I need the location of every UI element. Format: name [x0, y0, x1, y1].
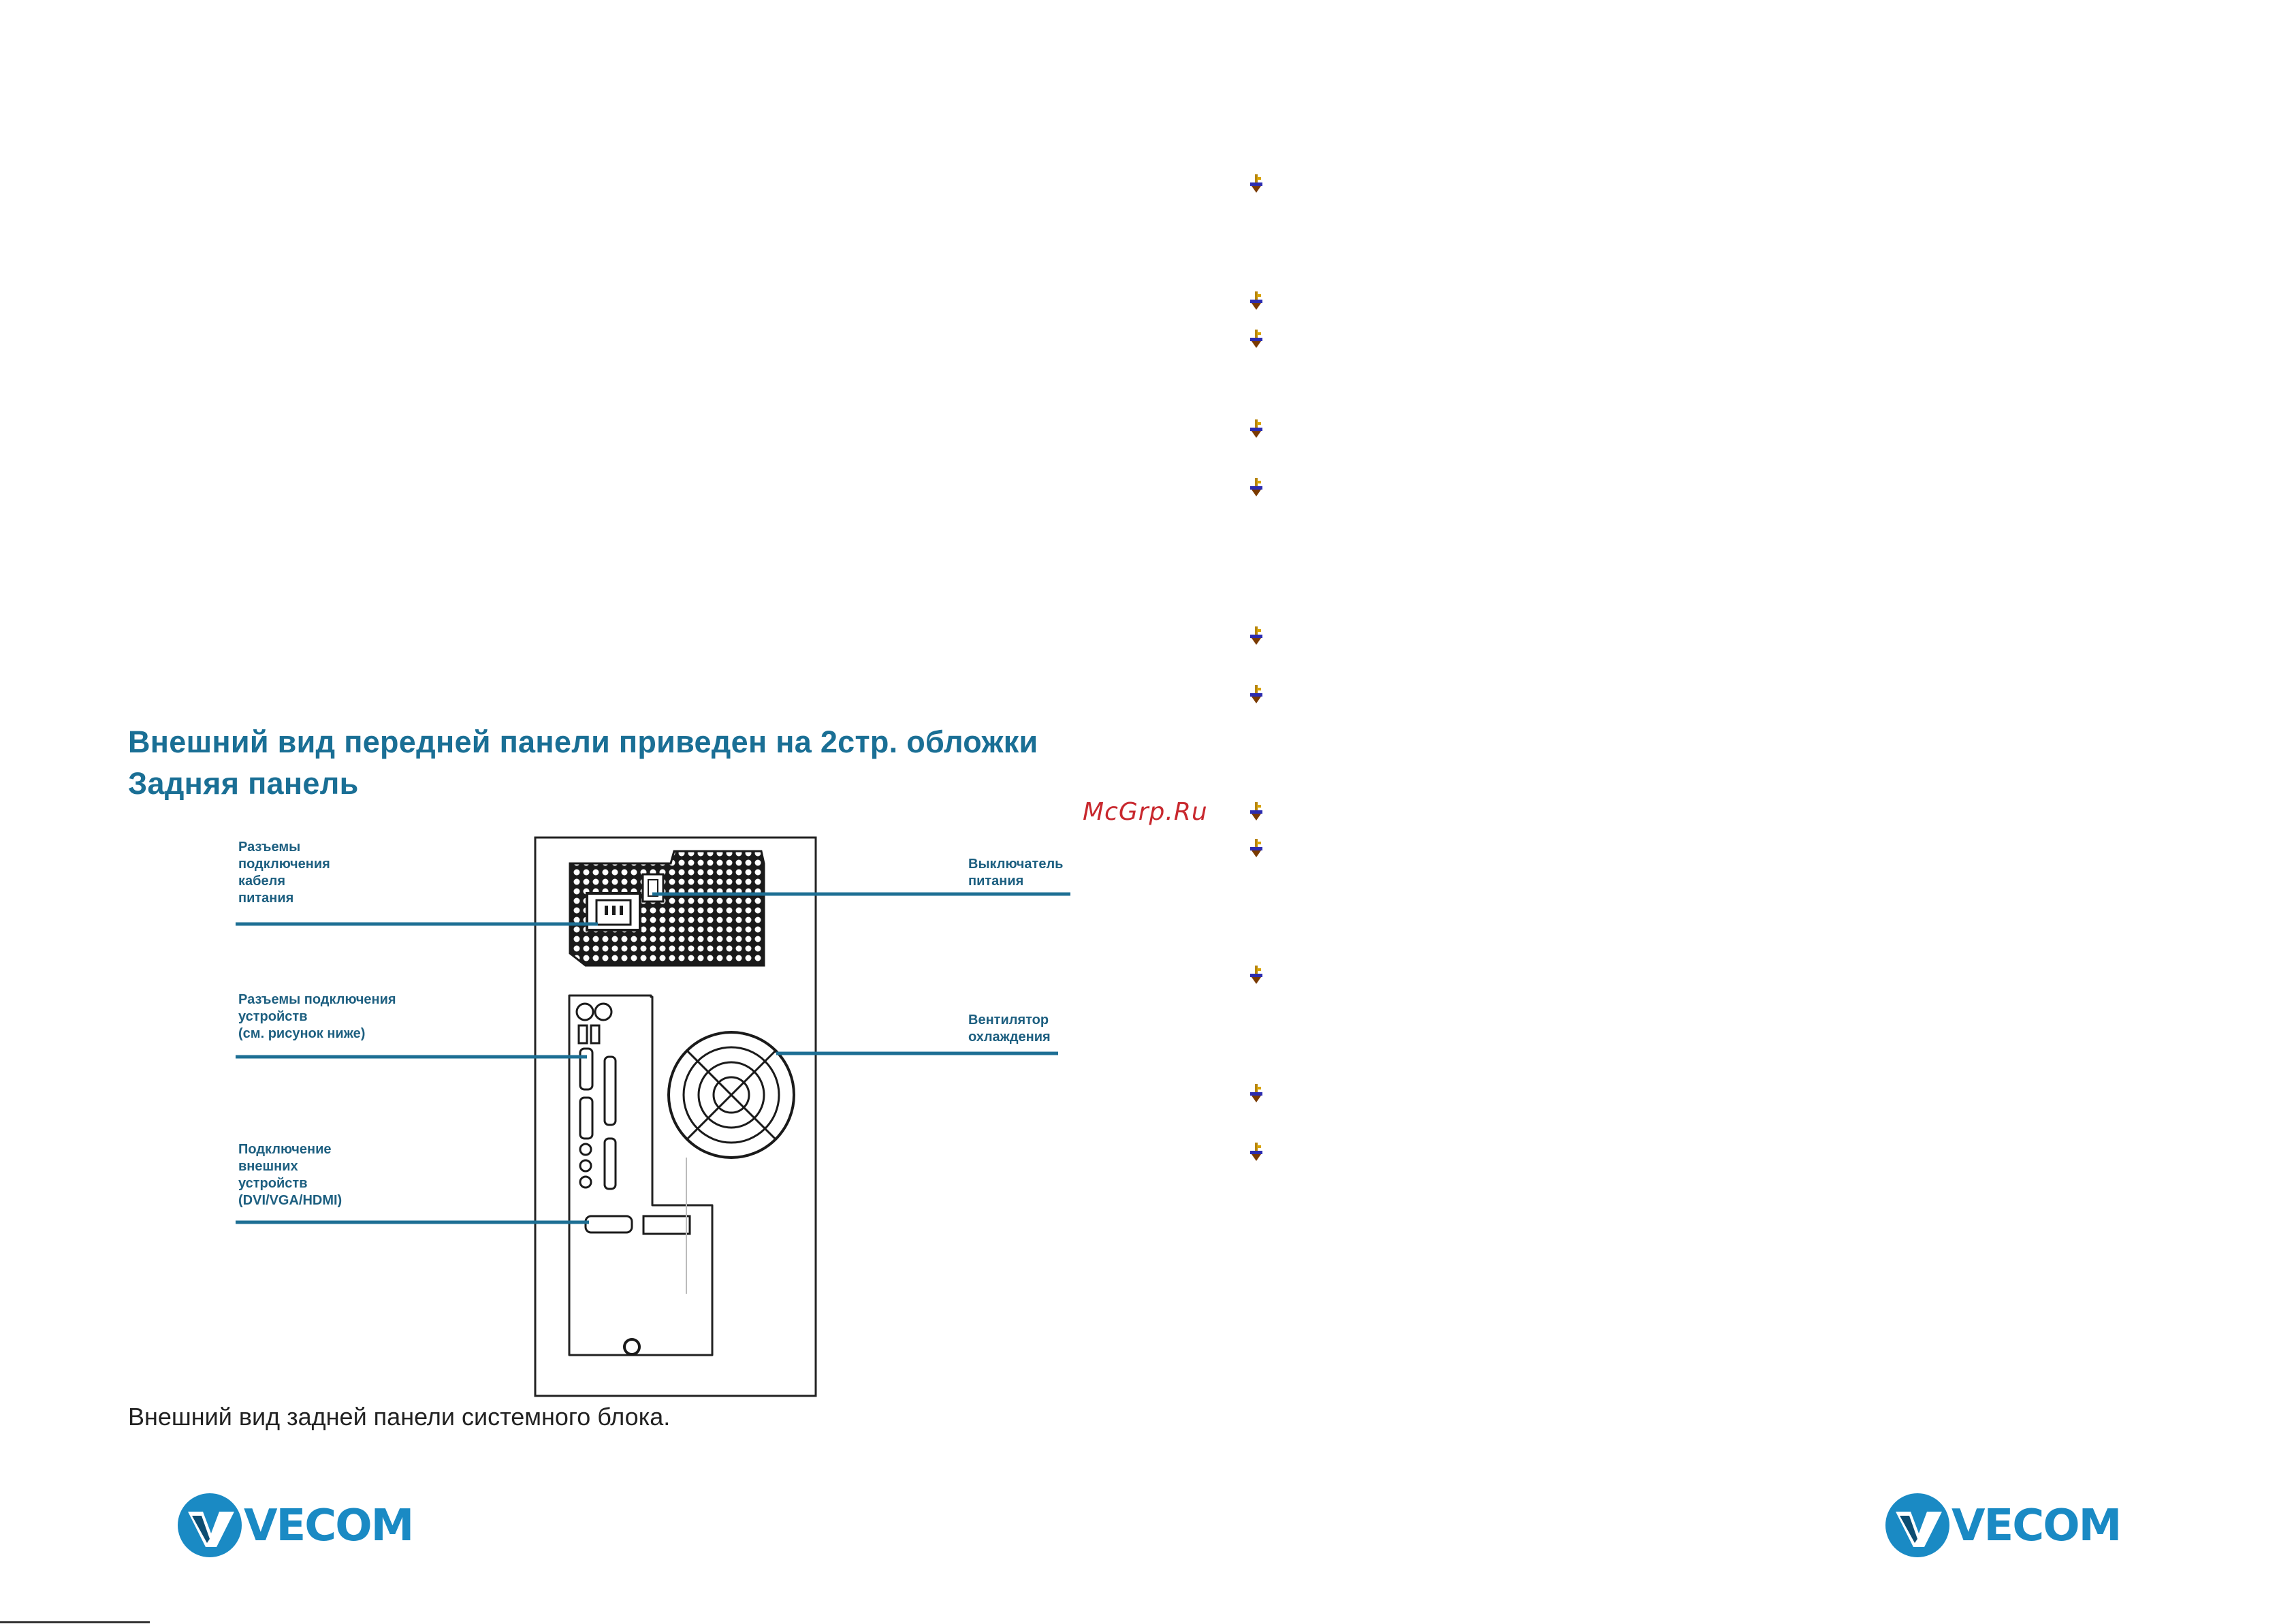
vecom-logo-icon: [1885, 1493, 1949, 1557]
arrow-bullet-icon: [1250, 174, 1262, 193]
cooling-fan-graphic: [667, 1031, 795, 1159]
psu-vent-grille: [569, 850, 765, 967]
io-panel-outline: [568, 994, 714, 1356]
label-cooling-fan: Вентилятор охлаждения: [968, 1013, 1051, 1045]
arrow-bullet-icon: [1250, 802, 1262, 821]
diagram-caption: Внешний вид задней панели системного бло…: [128, 1403, 671, 1431]
vecom-logo-text: VECOM: [244, 1501, 414, 1551]
arrow-bullet-icon: [1250, 685, 1262, 703]
arrow-bullet-icon: [1250, 839, 1262, 857]
rear-panel-heading: Задняя панель: [128, 766, 359, 801]
arrow-bullet-icon: [1250, 478, 1262, 496]
vecom-logo-left: VECOM: [176, 1491, 434, 1566]
arrow-bullet-icon: [1250, 330, 1262, 348]
front-panel-heading: Внешний вид передней панели приведен на …: [128, 725, 1038, 759]
case-outline: [534, 836, 817, 1397]
arrow-bullet-icon: [1250, 966, 1262, 984]
arrow-bullet-icon: [1250, 626, 1262, 645]
label-power-cable-connectors: Разъемы подключения кабеля питания: [238, 840, 330, 906]
arrow-bullet-icon: [1250, 1143, 1262, 1161]
bottom-rule: [0, 1621, 150, 1623]
vecom-logo-right: VECOM: [1883, 1491, 2142, 1566]
arrow-bullet-icon: [1250, 1084, 1262, 1102]
vecom-logo-text: VECOM: [1952, 1501, 2122, 1551]
vecom-logo-icon: [178, 1493, 242, 1557]
power-switch-graphic: [641, 873, 665, 903]
watermark: McGrp.Ru: [1083, 798, 1208, 826]
arrow-bullet-icon: [1250, 419, 1262, 438]
label-external-devices: Подключение внешних устройств (DVI/VGA/H…: [238, 1142, 342, 1208]
label-power-switch: Выключатель питания: [968, 857, 1064, 889]
arrow-bullet-icon: [1250, 291, 1262, 310]
label-device-connectors: Разъемы подключения устройств (см. рисун…: [238, 992, 396, 1041]
